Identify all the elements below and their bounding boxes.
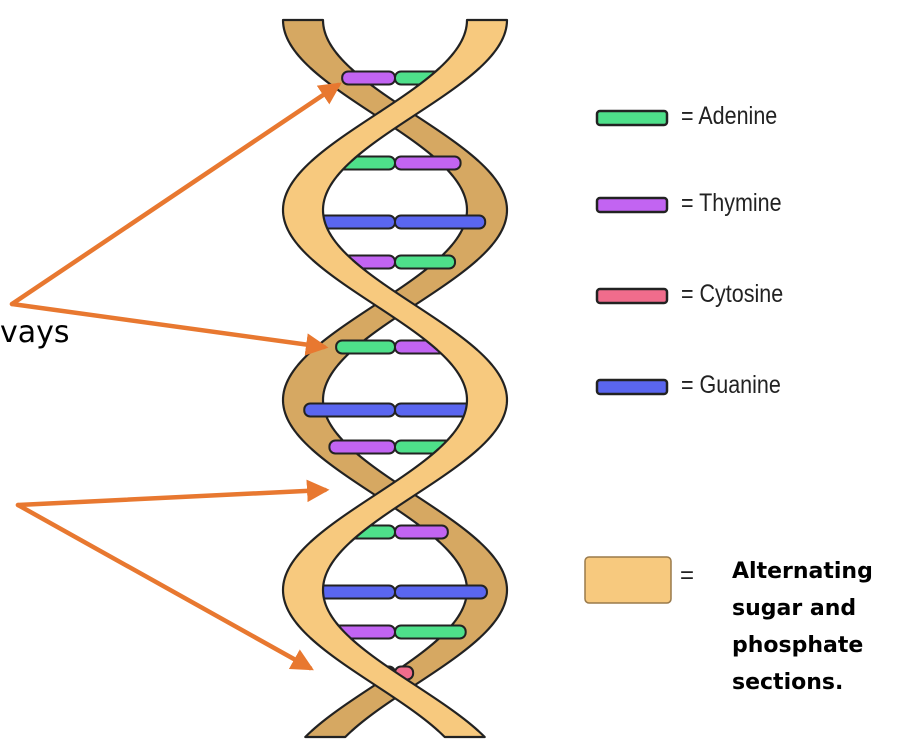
legend-swatch-cytosine <box>597 289 667 303</box>
legend-sugar-equals: = <box>680 562 694 590</box>
legend-swatch-adenine <box>597 111 667 125</box>
base-guanine <box>395 216 485 229</box>
pointer-arrow <box>18 505 310 668</box>
base-thymine <box>329 441 395 454</box>
legend-swatch-thymine <box>597 198 667 212</box>
base-guanine <box>395 586 487 599</box>
legend-swatch-sugar <box>585 557 671 603</box>
base-thymine <box>395 526 448 539</box>
pointer-arrow <box>18 490 325 505</box>
base-thymine <box>342 72 395 85</box>
base-adenine <box>336 341 395 354</box>
cropped-text-fragment: vays <box>0 318 70 348</box>
base-guanine <box>304 404 395 417</box>
legend-label-cytosine: = Cytosine <box>681 282 783 307</box>
legend-swatch-guanine <box>597 380 667 394</box>
legend-label-adenine: = Adenine <box>681 104 777 129</box>
base-adenine <box>395 626 466 639</box>
legend-swatches <box>585 111 671 603</box>
base-thymine <box>395 157 461 170</box>
legend-label-guanine: = Guanine <box>681 373 781 398</box>
legend-sugar-label: Alternating sugar and phosphate sections… <box>732 553 917 701</box>
legend-label-thymine: = Thymine <box>681 191 782 216</box>
base-adenine <box>395 256 455 269</box>
